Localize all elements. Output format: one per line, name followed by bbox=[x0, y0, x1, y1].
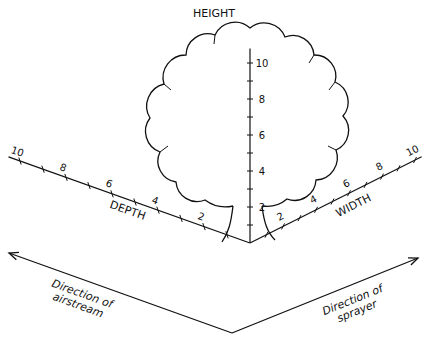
axis-tick bbox=[157, 207, 159, 214]
tick-number: 4 bbox=[308, 193, 319, 206]
tick-number: 8 bbox=[58, 161, 68, 174]
axis-tick bbox=[247, 117, 253, 118]
crown-lobe-mark bbox=[329, 82, 335, 90]
tick-number: 10 bbox=[256, 58, 269, 69]
direction-line bbox=[9, 253, 232, 333]
axis-tick bbox=[65, 174, 67, 181]
direction-label: Direction of airstream bbox=[35, 274, 124, 326]
tick-number: 2 bbox=[275, 210, 286, 223]
tick-number: 8 bbox=[259, 94, 265, 105]
axis-tick bbox=[19, 158, 21, 165]
arrowhead bbox=[408, 258, 418, 265]
axis-line bbox=[249, 49, 250, 243]
axis-tick bbox=[381, 174, 384, 180]
tick-number: 6 bbox=[341, 177, 352, 190]
crown-lobe-mark bbox=[328, 146, 336, 150]
tick-number: 4 bbox=[259, 166, 265, 177]
axis-tick bbox=[247, 63, 253, 64]
tick-number: 8 bbox=[374, 160, 385, 173]
arrowhead bbox=[9, 252, 19, 259]
tick-number: 6 bbox=[259, 130, 265, 141]
tree-crown bbox=[146, 22, 349, 207]
axis-tick bbox=[414, 157, 417, 163]
axis-tick bbox=[247, 135, 253, 136]
tick-number: 10 bbox=[404, 142, 420, 158]
axis-title: WIDTH bbox=[334, 192, 373, 220]
axis-tick bbox=[247, 189, 253, 190]
crown-lobe-mark bbox=[164, 84, 171, 90]
axis-tick bbox=[348, 190, 351, 196]
axis-tick bbox=[397, 165, 400, 171]
axis-tick bbox=[247, 207, 253, 208]
tree-trunk bbox=[222, 206, 233, 242]
axis-tick bbox=[298, 215, 301, 221]
axis-tick bbox=[247, 99, 253, 100]
tick-number: 4 bbox=[150, 194, 160, 207]
tick-number: 2 bbox=[259, 202, 265, 213]
tick-number: 6 bbox=[104, 178, 114, 191]
axis-line bbox=[9, 157, 251, 243]
axis-tick bbox=[247, 225, 253, 226]
axis-title: DEPTH bbox=[108, 199, 147, 223]
axis-title: HEIGHT bbox=[193, 8, 235, 20]
tick-number: 2 bbox=[196, 210, 206, 223]
axis-tick bbox=[203, 223, 205, 230]
axis-tick bbox=[364, 182, 367, 188]
axis-tick bbox=[315, 207, 318, 213]
tick-number: 10 bbox=[9, 144, 25, 159]
axis-tick bbox=[247, 153, 253, 154]
axis-tick bbox=[247, 171, 253, 172]
axis-tick bbox=[42, 166, 44, 173]
direction-line bbox=[232, 258, 418, 333]
axis-tick bbox=[180, 215, 182, 222]
axis-tick bbox=[111, 190, 113, 197]
axis-tick bbox=[247, 81, 253, 82]
axis-tick bbox=[282, 223, 285, 229]
crown-lobe-mark bbox=[214, 35, 215, 44]
axis-tick bbox=[88, 182, 90, 189]
crown-lobe-mark bbox=[160, 146, 168, 152]
direction-label: Direction of sprayer bbox=[311, 279, 400, 334]
axis-tick bbox=[134, 199, 136, 206]
axis-tick bbox=[331, 199, 334, 205]
axis-tick bbox=[265, 232, 268, 238]
axis-line bbox=[250, 157, 422, 243]
crown-lobe-mark bbox=[309, 55, 314, 63]
